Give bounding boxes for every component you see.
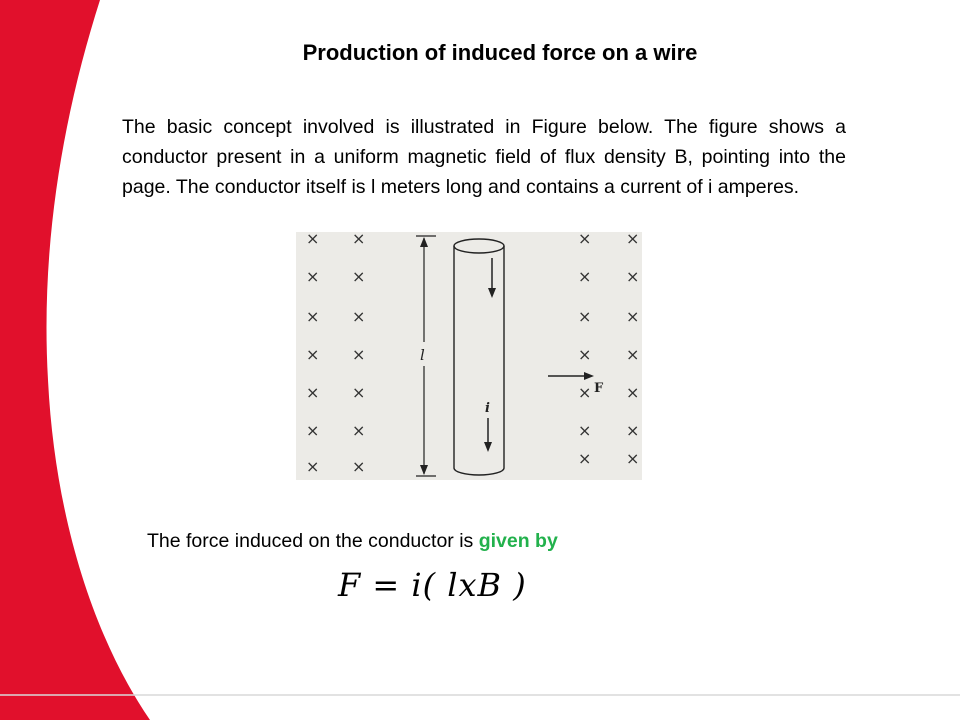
- field-cross: ×: [626, 449, 639, 468]
- current-arrows: [484, 258, 496, 452]
- force-statement: The force induced on the conductor is gi…: [147, 530, 558, 553]
- force-statement-text: The force induced on the conductor is: [147, 530, 479, 552]
- field-cross: ×: [306, 267, 319, 286]
- field-cross: ×: [352, 421, 365, 440]
- field-cross: ×: [352, 345, 365, 364]
- field-cross: ×: [306, 307, 319, 326]
- field-cross: ×: [352, 383, 365, 402]
- field-cross: ×: [626, 267, 639, 286]
- field-crosses-right: × × × × × × × × × × × × × ×: [578, 229, 639, 468]
- field-cross: ×: [306, 421, 319, 440]
- field-cross: ×: [306, 383, 319, 402]
- field-cross: ×: [306, 232, 319, 248]
- field-crosses-left: × × × × × × × × × × × × × ×: [306, 229, 365, 476]
- field-cross: ×: [626, 232, 639, 248]
- field-cross: ×: [578, 383, 591, 402]
- field-cross: ×: [626, 345, 639, 364]
- field-cross: ×: [578, 232, 591, 248]
- field-cross: ×: [306, 457, 319, 476]
- current-label: i: [485, 401, 490, 416]
- length-label: l: [420, 346, 425, 364]
- field-cross: ×: [626, 383, 639, 402]
- field-cross: ×: [578, 307, 591, 326]
- field-cross: ×: [352, 457, 365, 476]
- force-arrow: [548, 372, 594, 380]
- description-paragraph: The basic concept involved is illustrate…: [122, 116, 846, 198]
- force-label: F: [594, 381, 604, 396]
- force-statement-highlight: given by: [478, 530, 558, 552]
- field-cross: ×: [306, 345, 319, 364]
- field-cross: ×: [578, 267, 591, 286]
- field-cross: ×: [626, 307, 639, 326]
- conductor-figure: × × × × × × × × × × × × × × × × × × × × …: [296, 229, 642, 480]
- slide-title: Production of induced force on a wire: [302, 40, 698, 65]
- field-cross: ×: [578, 449, 591, 468]
- conductor-cylinder: [453, 238, 505, 476]
- field-cross: ×: [578, 421, 591, 440]
- length-dimension: [416, 235, 436, 477]
- force-equation: F = i( lxB ): [338, 566, 527, 604]
- red-swoosh-decoration: [0, 0, 150, 720]
- field-cross: ×: [626, 421, 639, 440]
- field-cross: ×: [578, 345, 591, 364]
- conductor-diagram: × × × × × × × × × × × × × × × × × × × × …: [306, 229, 639, 477]
- field-cross: ×: [352, 232, 365, 248]
- field-cross: ×: [352, 307, 365, 326]
- field-cross: ×: [352, 267, 365, 286]
